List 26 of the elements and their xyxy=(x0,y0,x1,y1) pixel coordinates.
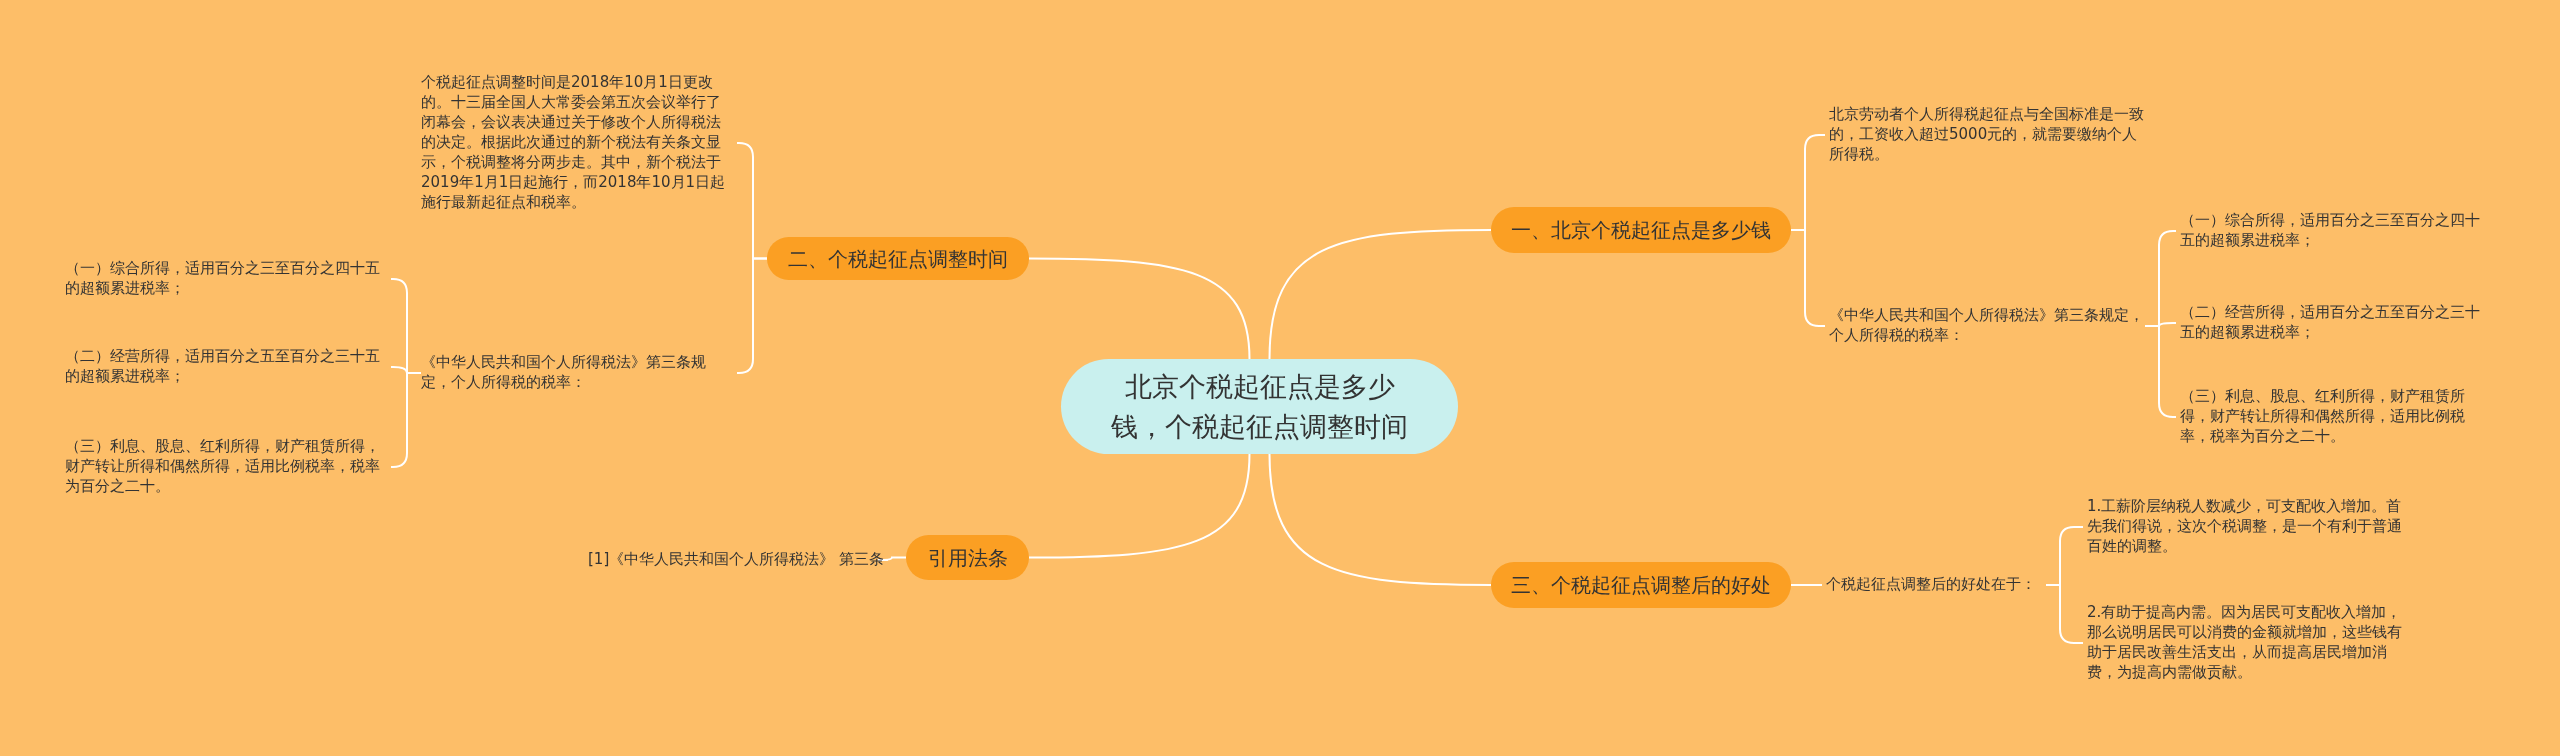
note-text: [1]《中华人民共和国个人所得税法》 第三条 xyxy=(566,549,884,571)
note-text: 个税起征点调整时间是2018年10月1日更改的。十三届全国人大常委会第五次会议举行了闭幕会，会议表决通过关于修改个人所得税法的决定。根据此次通过的新个税法有关条文显示，个税调整将分两步走。其中，新个税法于2019年1月1日起施行，而2018年10月1日起施行最新起征点和税率。 xyxy=(421,72,733,214)
note-text: （三）利息、股息、红利所得，财产租赁所得，财产转让所得和偶然所得，适用比例税率，税率为百分之二十。 xyxy=(2180,386,2492,448)
branch-box: 三、个税起征点调整后的好处 xyxy=(1491,562,1791,608)
connector-line xyxy=(1790,584,1823,586)
note-text: （三）利息、股息、红利所得，财产租赁所得，财产转让所得和偶然所得，适用比例税率，税率为百分之二十。 xyxy=(65,436,387,498)
connector-line xyxy=(877,556,907,561)
note-text: （二）经营所得，适用百分之五至百分之三十五的超额累进税率； xyxy=(65,346,387,388)
note-text: （二）经营所得，适用百分之五至百分之三十五的超额累进税率； xyxy=(2180,302,2492,344)
branch-box: 二、个税起征点调整时间 xyxy=(767,237,1029,280)
connector-line xyxy=(1028,453,1251,559)
note-text: 北京劳动者个人所得税起征点与全国标准是一致的，工资收入超过5000元的，就需要缴纳个人所得税。 xyxy=(1829,104,2145,166)
connector-line xyxy=(736,257,768,374)
note-text: 2.有助于提高内需。因为居民可支配收入增加，那么说明居民可以消费的金额就增加，这些钱有助于居民改善生活支出，从而提高居民增加消费，为提高内需做贡献。 xyxy=(2087,602,2403,684)
note-text: 1.工薪阶层纳税人数减少，可支配收入增加。首先我们得说，这次个税调整，是一个有利于普通百姓的调整。 xyxy=(2087,496,2403,558)
branch-box: 引用法条 xyxy=(906,535,1029,580)
note-text: 《中华人民共和国个人所得税法》第三条规定，个人所得税的税率： xyxy=(1829,305,2145,347)
connector-line xyxy=(1268,229,1492,360)
note-text: （一）综合所得，适用百分之三至百分之四十五的超额累进税率； xyxy=(2180,210,2492,252)
branch-box: 一、北京个税起征点是多少钱 xyxy=(1491,207,1791,253)
connector-line xyxy=(1028,257,1251,360)
note-text: 《中华人民共和国个人所得税法》第三条规定，个人所得税的税率： xyxy=(421,352,733,394)
connector-line xyxy=(1268,453,1492,586)
note-text: （一）综合所得，适用百分之三至百分之四十五的超额累进税率； xyxy=(65,258,387,300)
topic-box: 北京个税起征点是多少钱，个税起征点调整时间 xyxy=(1061,359,1458,454)
note-text: 个税起征点调整后的好处在于： xyxy=(1826,574,2046,596)
